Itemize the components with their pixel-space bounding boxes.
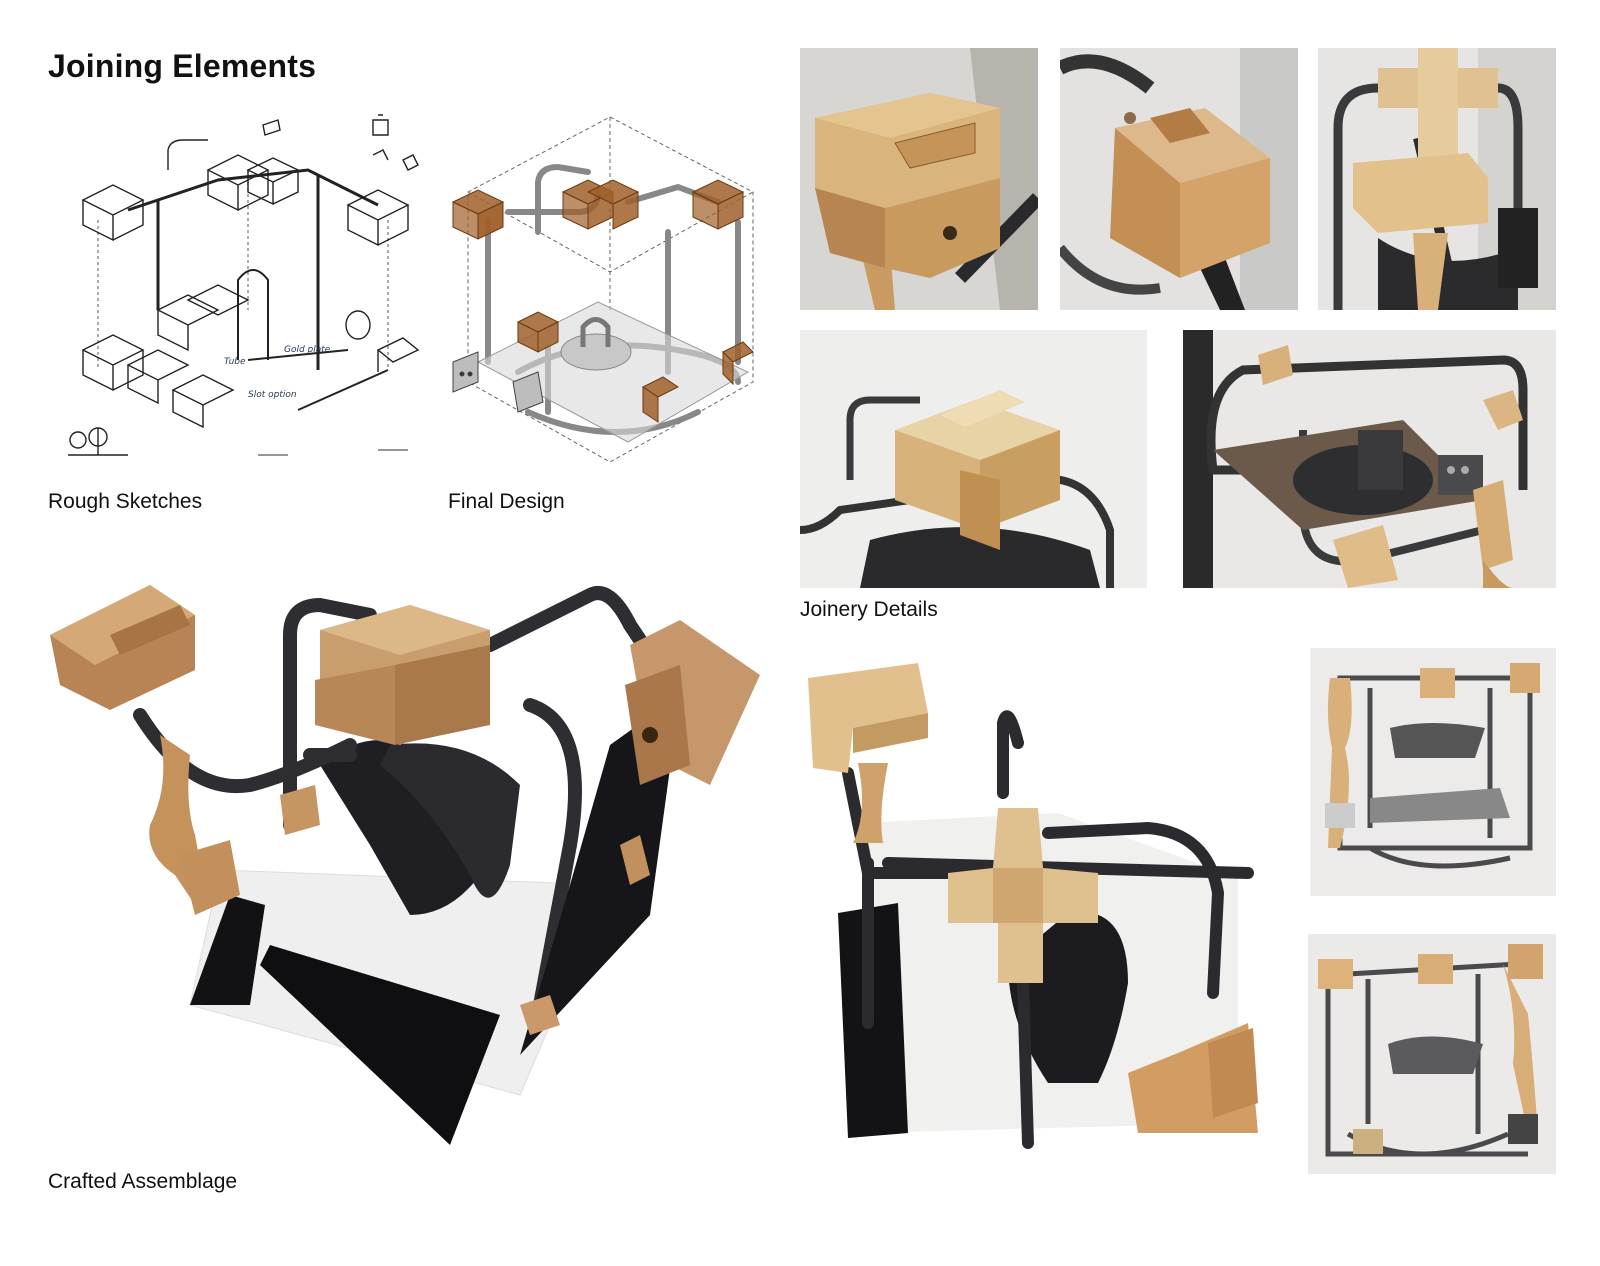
caption-crafted-assemblage: Crafted Assemblage xyxy=(48,1170,238,1193)
crafted-assemblage-photo-large xyxy=(50,585,785,1165)
caption-final-design: Final Design xyxy=(448,490,565,513)
joinery-photo-lap-joint xyxy=(1060,48,1298,310)
final-design-wood-blocks xyxy=(451,179,754,423)
final-design-drawing xyxy=(448,112,773,477)
rough-sketch-drawing: Tube Gold plate Slot option xyxy=(58,110,430,480)
joinery-photo-seat-bracket xyxy=(1183,330,1556,588)
caption-joinery-details: Joinery Details xyxy=(800,598,938,621)
joinery-photo-cross-joint-front xyxy=(800,330,1147,588)
final-design-svg xyxy=(451,116,754,463)
crafted-assemblage-photo-top xyxy=(808,663,1280,1151)
crafted-assemblage-photo-side-1 xyxy=(1310,648,1556,896)
sketch-note-2: Gold plate xyxy=(284,345,331,355)
joinery-photo-cross-joint-top xyxy=(1318,48,1556,310)
crafted-assemblage-photo-side-2 xyxy=(1308,934,1556,1174)
caption-rough-sketches: Rough Sketches xyxy=(48,490,203,513)
rough-sketch-svg: Tube Gold plate Slot option xyxy=(68,114,420,456)
sketch-note-1: Tube xyxy=(224,357,246,367)
joinery-photo-corner-joint xyxy=(800,48,1038,310)
sketch-note-3: Slot option xyxy=(248,390,297,400)
page-title: Joining Elements xyxy=(48,48,317,84)
